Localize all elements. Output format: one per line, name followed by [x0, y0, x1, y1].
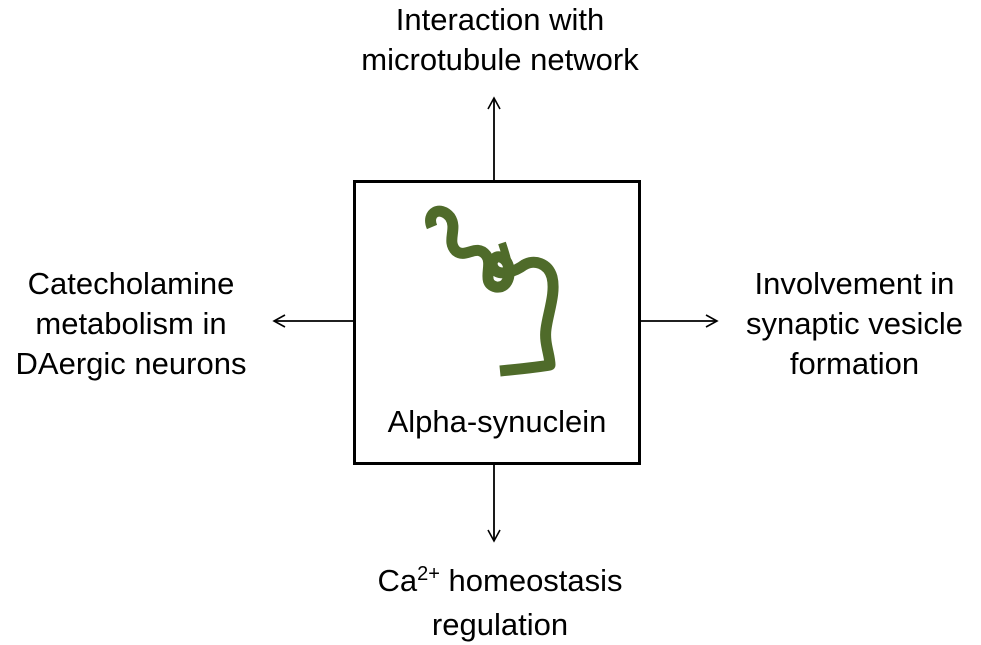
homeostasis-text: homeostasis [439, 563, 623, 598]
label-line: formation [789, 346, 920, 381]
label-line: regulation [431, 607, 569, 642]
label-line: synaptic vesicle [745, 306, 964, 341]
label-line: Interaction with [395, 2, 605, 37]
label-line: metabolism in [35, 306, 227, 341]
calcium-homeostasis-label: Ca2+ homeostasis regulation [300, 561, 700, 645]
label-line: Catecholamine [27, 266, 235, 301]
alpha-synuclein-box: Alpha-synuclein [353, 180, 641, 465]
protein-structure-icon [425, 205, 559, 377]
label-line: microtubule network [361, 42, 639, 77]
synaptic-vesicle-label: Involvement in synaptic vesicle formatio… [728, 264, 981, 384]
label-line: DAergic neurons [15, 346, 247, 381]
center-title: Alpha-synuclein [387, 404, 607, 439]
calcium-charge: 2+ [417, 563, 440, 585]
label-line: Ca2+ homeostasis [300, 561, 700, 605]
calcium-symbol: Ca [377, 563, 418, 598]
label-line: Involvement in [754, 266, 955, 301]
microtubule-interaction-label: Interaction with microtubule network [300, 0, 700, 80]
catecholamine-metabolism-label: Catecholamine metabolism in DAergic neur… [0, 264, 262, 384]
